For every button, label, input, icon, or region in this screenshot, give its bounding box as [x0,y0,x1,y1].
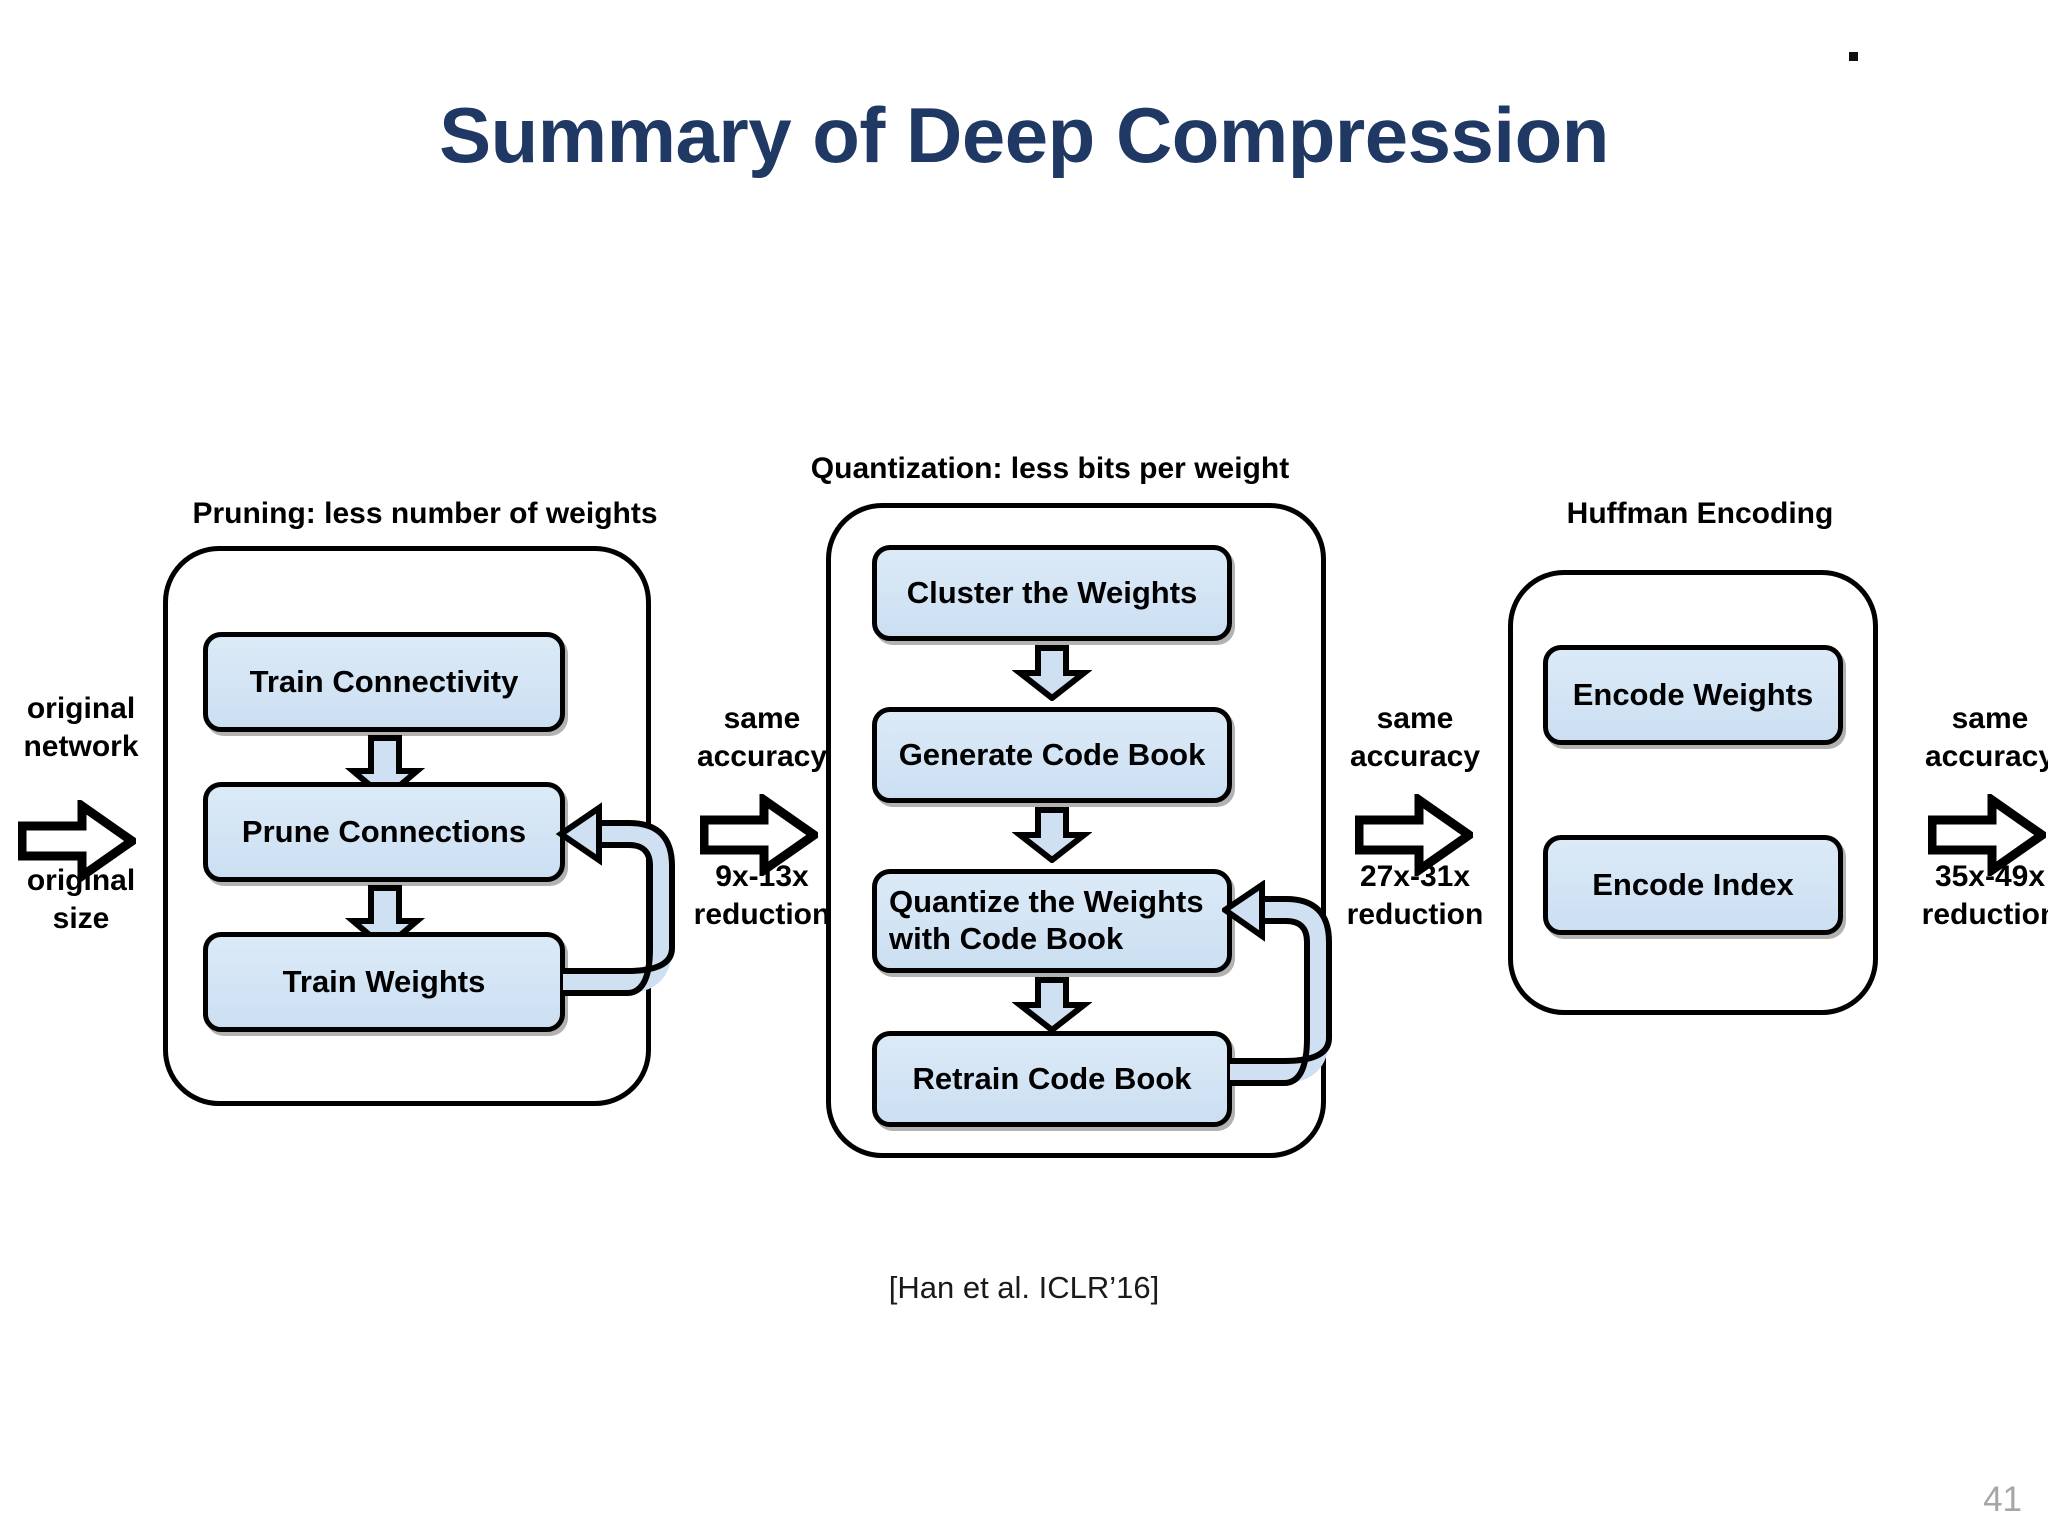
proc-box-prune-connections[interactable]: Prune Connections [203,782,565,882]
proc-box-generate-code-book[interactable]: Generate Code Book [872,707,1232,803]
transition-3-arrow-icon [1927,791,2048,881]
transition-3-bottom-line2: reduction [1921,897,2048,931]
page-number: 41 [1983,1480,2022,1519]
proc-box-encode-index[interactable]: Encode Index [1543,835,1843,935]
transition-2-bottom-line1: 27x-31x [1359,860,1471,893]
arrow-down-icon [1011,977,1093,1038]
transition-1-bottom-line1: 9x-13x [715,860,809,893]
entry-size-line2: size [52,901,110,935]
transition-2-top-line1: same [1376,702,1454,735]
proc-box-encode-weights[interactable]: Encode Weights [1543,645,1843,745]
transition-label-top-1: same accuracy [662,700,862,775]
proc-box-cluster-the-weights[interactable]: Cluster the Weights [872,545,1232,641]
transition-2-top-line2: accuracy [1349,739,1481,773]
transition-1-top-line1: same [723,702,801,735]
arrow-down-icon [1011,807,1093,868]
transition-1-bottom-line2: reduction [693,897,831,931]
entry-arrow-icon [17,797,140,887]
decorative-dot [1849,52,1858,61]
feedback-loop-quantization-icon [1222,880,1332,1086]
proc-box-train-connectivity[interactable]: Train Connectivity [203,632,565,732]
transition-2-arrow-icon [1354,791,1477,881]
entry-label-line1: original [26,692,136,725]
transition-3-bottom-line1: 35x-49x [1934,860,2046,893]
proc-box-quantize-the-weights[interactable]: Quantize the Weights with Code Book [872,869,1232,973]
transition-label-bottom-3: 35x-49x reduction [1890,858,2048,933]
arrow-down-icon [1011,645,1093,706]
transition-label-top-2: same accuracy [1315,700,1515,775]
stage-heading-quantization: Quantization: less bits per weight [810,452,1290,485]
feedback-loop-pruning-icon [555,802,675,996]
page-title: Summary of Deep Compression [439,91,1609,179]
quantize-label-line2: with Code Book [889,921,1124,956]
entry-size-label-group: original size [0,862,166,937]
transition-2-bottom-line2: reduction [1346,897,1484,931]
transition-3-top-line2: accuracy [1924,739,2048,773]
quantize-label-line1: Quantize the Weights [889,884,1204,920]
entry-label-group: original network [0,690,166,765]
stage-container-huffman [1508,570,1878,1015]
entry-size-line1: original [26,864,136,897]
transition-label-bottom-2: 27x-31x reduction [1315,858,1515,933]
proc-box-retrain-code-book[interactable]: Retrain Code Book [872,1031,1232,1127]
transition-label-top-3: same accuracy [1890,700,2048,775]
stage-heading-pruning: Pruning: less number of weights [192,497,658,530]
transition-3-top-line1: same [1951,702,2029,735]
entry-label-line2: network [23,729,139,763]
transition-1-arrow-icon [699,791,822,881]
proc-box-train-weights[interactable]: Train Weights [203,932,565,1032]
stage-heading-huffman: Huffman Encoding [1566,497,1834,530]
transition-label-bottom-1: 9x-13x reduction [662,858,862,933]
transition-1-top-line2: accuracy [696,739,828,773]
citation-text: [Han et al. ICLR’16] [888,1270,1160,1305]
